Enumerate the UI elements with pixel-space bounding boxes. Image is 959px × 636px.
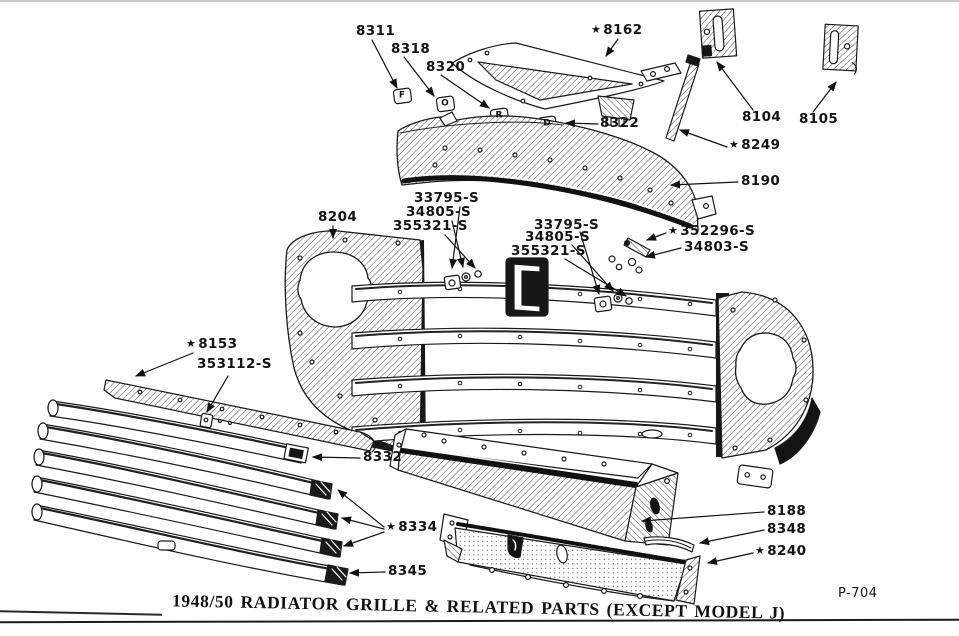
part-clip-353112s xyxy=(199,412,233,429)
figure-title: 1948/50 RADIATOR GRILLE & RELATED PARTS … xyxy=(171,590,786,623)
caption-band: 1948/50 RADIATOR GRILLE & RELATED PARTS … xyxy=(0,584,959,636)
part-bracket-8104 xyxy=(698,8,738,59)
part-bolt-352296s xyxy=(623,237,651,258)
part-molding-8348 xyxy=(643,536,695,553)
part-upper-panel-8190 xyxy=(396,111,717,232)
part-bracket-8105 xyxy=(822,23,859,75)
fastener-cluster-left xyxy=(443,270,482,291)
part-right-panel xyxy=(717,291,821,465)
part-splash-pan-8240 xyxy=(439,513,701,605)
caption-rule-left xyxy=(0,610,162,616)
part-grille-molding-8153 xyxy=(103,379,376,453)
part-nut-34803s xyxy=(627,257,643,274)
part-center-bracket xyxy=(505,257,549,317)
part-stay-rod-8249 xyxy=(640,54,701,142)
page-reference: P-704 xyxy=(838,586,878,601)
scan-top-edge xyxy=(0,0,959,2)
part-lower-grille-bars xyxy=(31,399,349,586)
part-lower-panel-8188 xyxy=(389,428,679,546)
fastener-cluster-right xyxy=(593,255,633,313)
part-hood-ornament-8162 xyxy=(451,42,665,127)
leader-lines xyxy=(135,38,837,577)
caption-rule xyxy=(0,618,959,624)
